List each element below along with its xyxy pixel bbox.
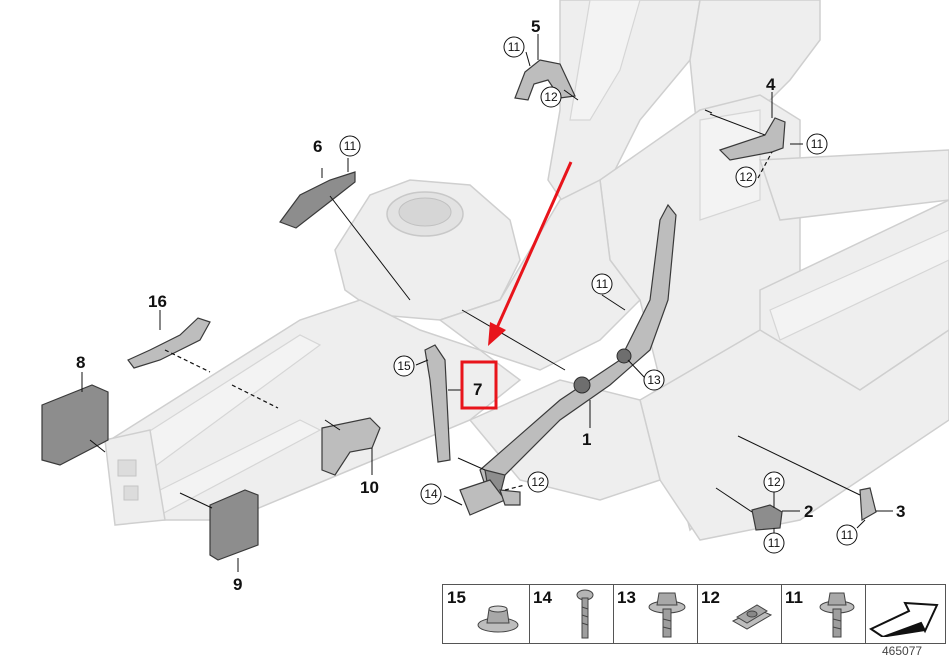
label-part-9: 9 bbox=[233, 575, 242, 594]
document-number: 465077 bbox=[882, 644, 923, 658]
label-part-10: 10 bbox=[360, 478, 379, 497]
legend-item-14: 14 bbox=[529, 585, 614, 643]
callout-12: 12 bbox=[531, 475, 545, 489]
highlight-annotation bbox=[460, 161, 573, 410]
callout-11: 11 bbox=[841, 528, 854, 542]
fastener-legend: 15 14 13 12 bbox=[442, 584, 946, 644]
label-part-2: 2 bbox=[804, 502, 813, 521]
hex-bolt-washer-icon bbox=[819, 592, 855, 638]
direction-arrow-icon bbox=[869, 601, 939, 637]
part-3-bracket bbox=[859, 487, 877, 521]
legend-item-13: 13 bbox=[613, 585, 698, 643]
part-7-bracket bbox=[424, 344, 451, 463]
label-part-7: 7 bbox=[473, 380, 482, 399]
red-arrow-head-icon bbox=[488, 322, 506, 346]
clip-nut-icon bbox=[731, 604, 773, 630]
label-part-4: 4 bbox=[766, 75, 776, 94]
part-2-bracket bbox=[751, 504, 783, 531]
label-part-6: 6 bbox=[313, 137, 322, 156]
callout-11: 11 bbox=[344, 139, 357, 153]
highlight-box bbox=[460, 360, 498, 410]
callout-12: 12 bbox=[544, 90, 558, 104]
part-4-bracket bbox=[718, 117, 786, 161]
callout-15: 15 bbox=[397, 359, 411, 373]
legend-label: 13 bbox=[617, 588, 636, 607]
legend-label: 15 bbox=[447, 588, 466, 607]
label-part-1: 1 bbox=[582, 430, 591, 449]
part-9-plate bbox=[209, 489, 259, 561]
label-part-16: 16 bbox=[148, 292, 167, 311]
leader-lines bbox=[81, 34, 893, 572]
callout-11: 11 bbox=[811, 137, 824, 151]
legend-item-direction bbox=[865, 585, 945, 643]
label-part-3: 3 bbox=[896, 502, 905, 521]
part-6-bracket bbox=[279, 171, 356, 229]
hex-bolt-icon bbox=[648, 592, 686, 638]
callout-12: 12 bbox=[767, 475, 781, 489]
legend-item-11: 11 bbox=[781, 585, 866, 643]
part-number-labels: 1 2 3 4 5 6 7 8 9 10 16 bbox=[76, 17, 905, 594]
part-5-bracket bbox=[514, 59, 576, 101]
part-1-brace bbox=[459, 203, 677, 516]
nut-icon bbox=[477, 605, 519, 633]
part-8-plate bbox=[41, 384, 109, 466]
label-part-8: 8 bbox=[76, 353, 85, 372]
part-10-bracket bbox=[321, 417, 381, 476]
legend-label: 14 bbox=[533, 588, 552, 607]
label-part-5: 5 bbox=[531, 17, 540, 36]
callout-14: 14 bbox=[424, 487, 438, 501]
callout-11: 11 bbox=[508, 40, 521, 54]
callout-11: 11 bbox=[596, 277, 609, 291]
legend-label: 11 bbox=[785, 588, 803, 607]
circled-callouts: 11 12 11 11 12 11 15 13 12 14 12 11 11 bbox=[339, 36, 858, 554]
callout-11: 11 bbox=[768, 536, 781, 550]
part-16-bracket bbox=[127, 317, 211, 369]
legend-item-15: 15 bbox=[443, 585, 530, 643]
legend-label: 12 bbox=[701, 588, 720, 607]
callout-12: 12 bbox=[739, 170, 753, 184]
legend-item-12: 12 bbox=[697, 585, 782, 643]
screw-icon bbox=[576, 589, 594, 639]
vehicle-body-structure bbox=[104, 0, 949, 541]
callout-13: 13 bbox=[647, 373, 661, 387]
